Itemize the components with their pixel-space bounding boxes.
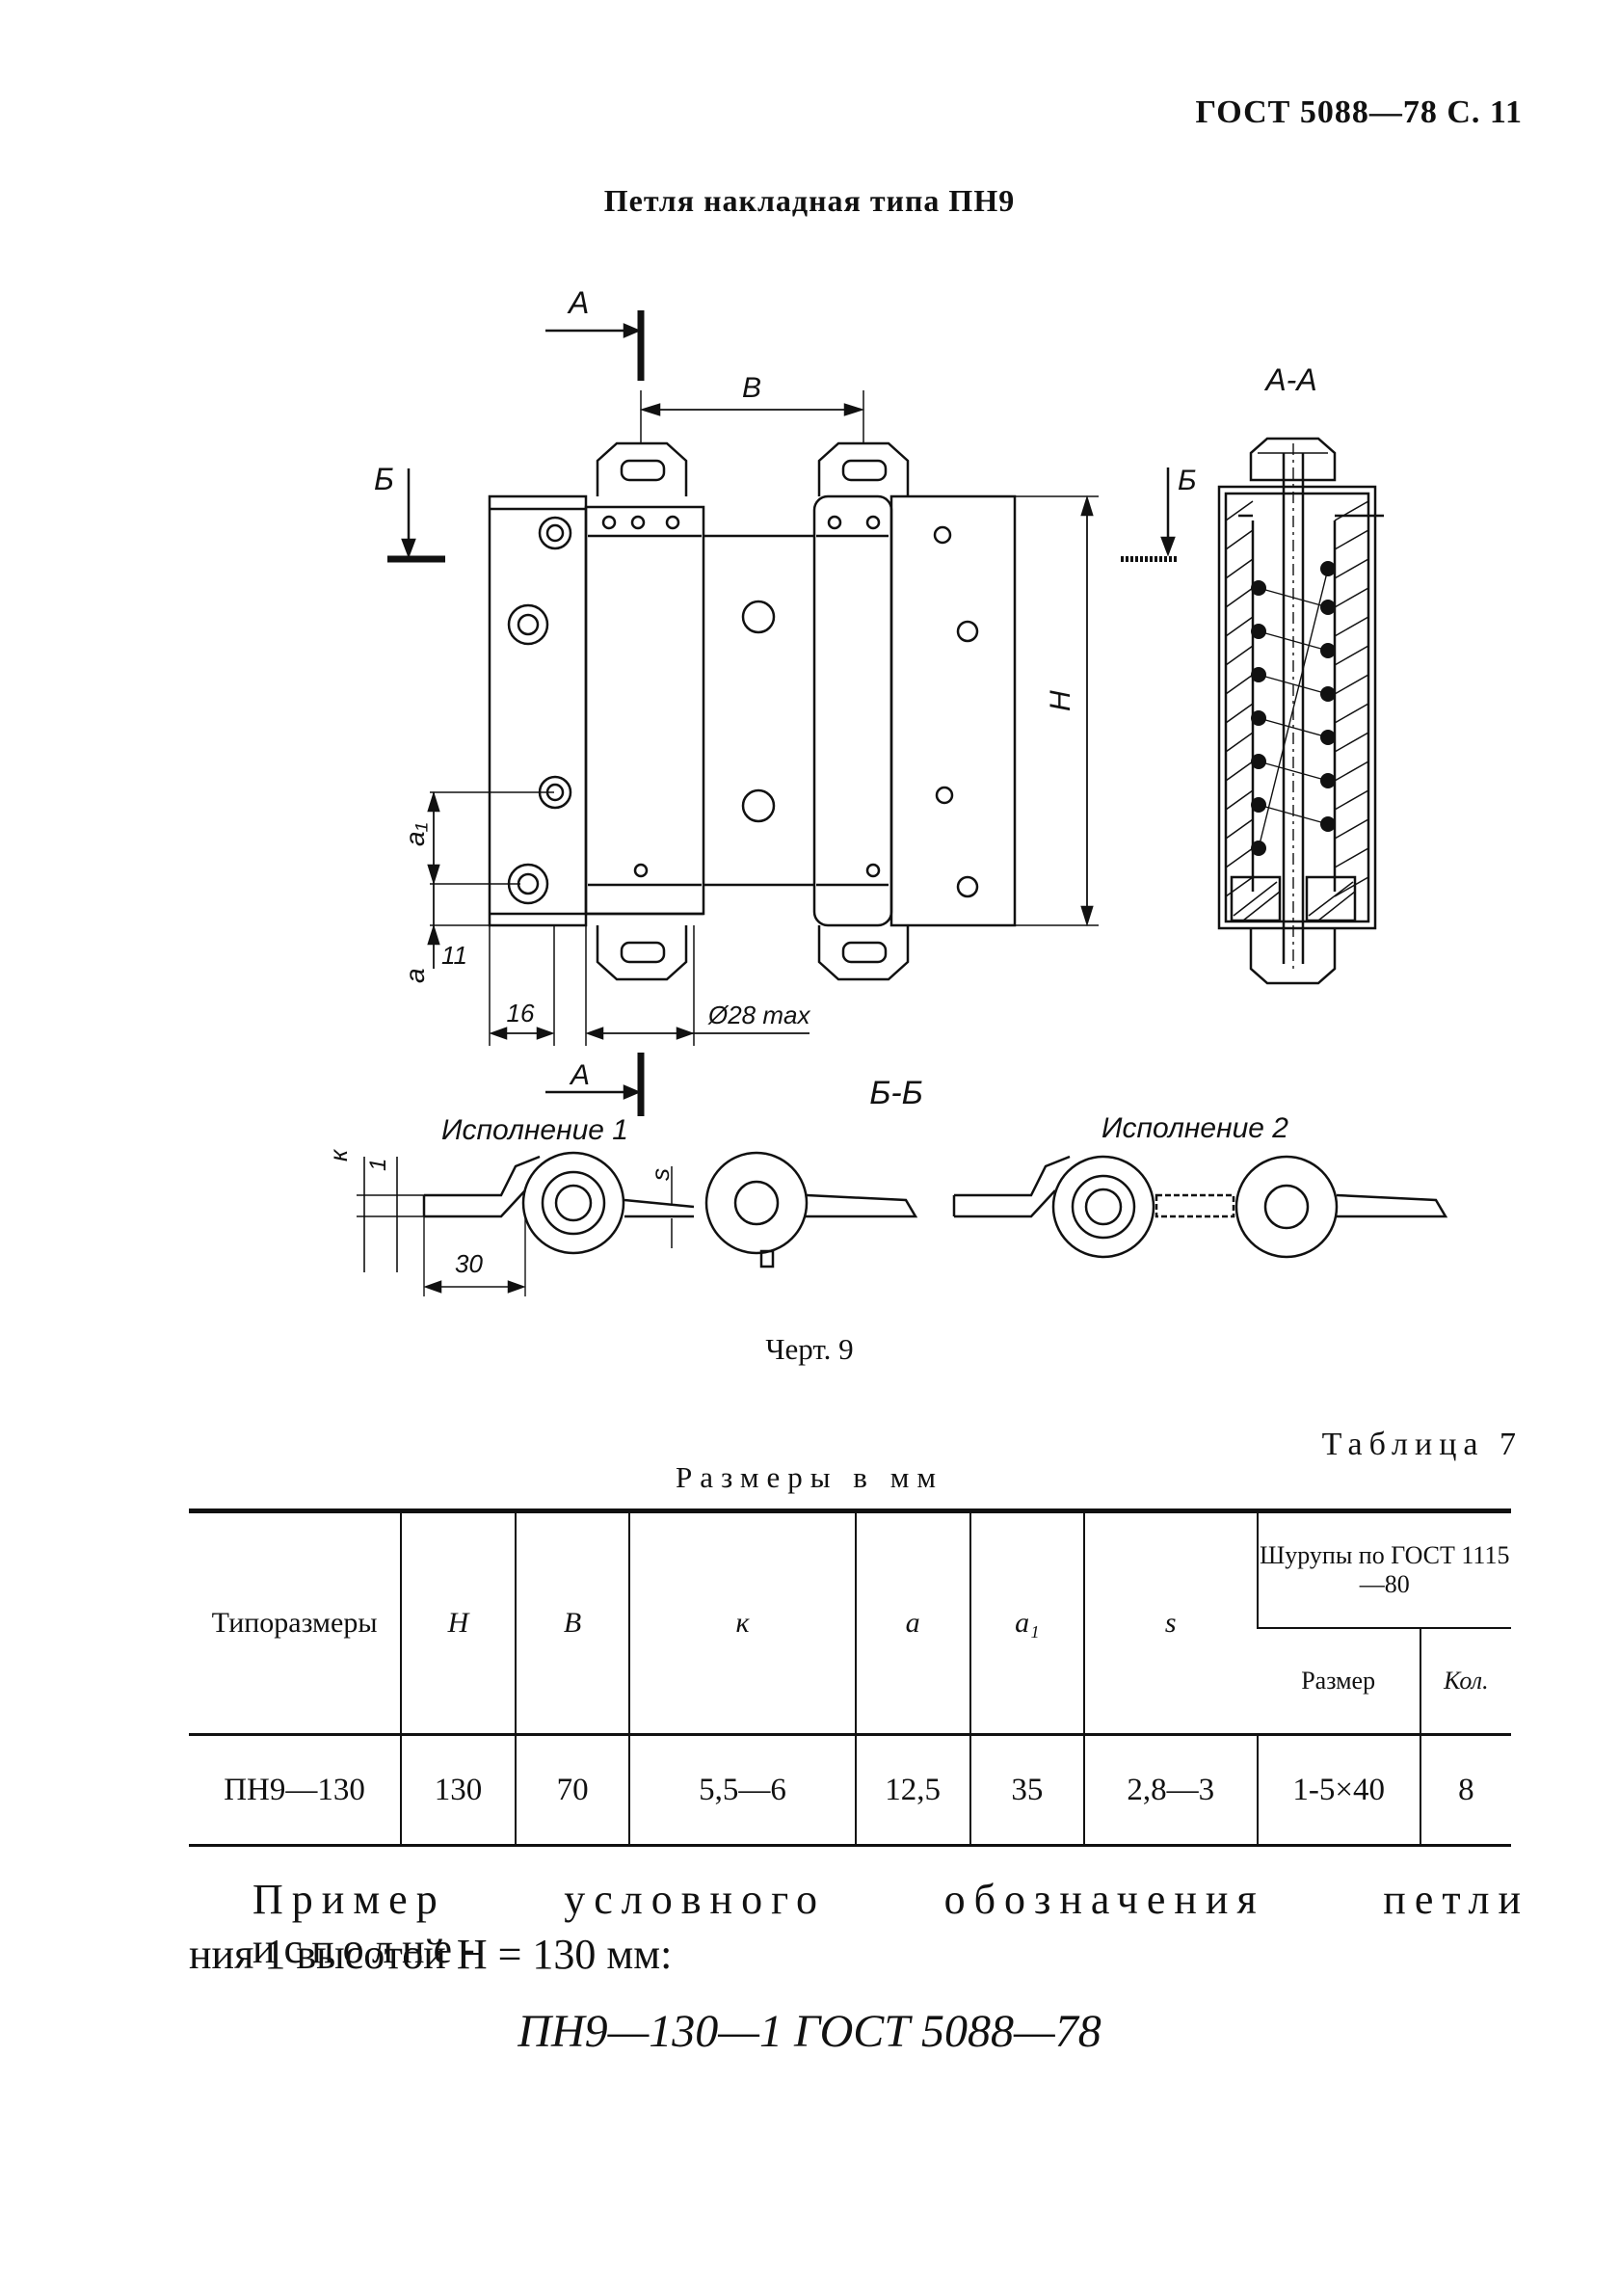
cell-screw-qty: 8 (1419, 1734, 1511, 1846)
dim-a-label: а (400, 968, 430, 983)
dim-11-label: 11 (441, 941, 467, 970)
dim-30-label: 30 (455, 1249, 483, 1278)
header-a1: а₁ (969, 1510, 1085, 1735)
table-units: Размеры в мм (676, 1460, 943, 1494)
dim-16-label: 16 (507, 999, 535, 1028)
header-screw-qty: Кол. (1419, 1627, 1511, 1735)
example-text-line1: Пример условного обозначения петли испол… (252, 1876, 1529, 1972)
dim-s-label: s (646, 1168, 675, 1181)
cell-s: 2,8—3 (1083, 1734, 1258, 1846)
version2-label: Исполнение 2 (1101, 1112, 1288, 1144)
figure-title: Петля накладная типа ПН9 (603, 183, 1016, 218)
header-k: к (628, 1510, 856, 1735)
dim-1-label: 1 (365, 1159, 391, 1171)
front-view: В Н а₁ а 11 16 Ø28 max (374, 285, 1099, 1116)
section-b-right-label: Б (1178, 465, 1197, 496)
cell-k: 5,5—6 (628, 1734, 856, 1846)
table-row: ПН9—130 130 70 5,5—6 12,5 35 2,8—3 1-5×4… (189, 1734, 1511, 1846)
section-a-bottom-label: А (569, 1059, 590, 1091)
header-h: Н (400, 1510, 516, 1735)
cell-a: 12,5 (854, 1734, 970, 1846)
cell-screw-size: 1-5×40 (1256, 1734, 1420, 1846)
section-bb-view: Б-Б Исполнение 1 Исполнение 2 к 1 s 30 (324, 1075, 1448, 1296)
header-s: s (1083, 1510, 1258, 1735)
header-a: а (854, 1510, 970, 1735)
designation-example: ПН9—130—1 ГОСТ 5088—78 (518, 2006, 1101, 2057)
section-a-top-label: А (567, 285, 589, 320)
technical-drawing: В Н а₁ а 11 16 Ø28 max (324, 285, 1448, 1296)
cell-h: 130 (400, 1734, 516, 1846)
dim-k-label: к (324, 1148, 353, 1161)
page-header: ГОСТ 5088—78 С. 11 (1195, 94, 1523, 130)
section-aa-view: А-А Б (1121, 362, 1384, 985)
example-text-line2: ния 1 высотой Н = 130 мм: (189, 1931, 673, 1978)
view-bb-label: Б-Б (869, 1075, 923, 1111)
header-screw-size: Размер (1257, 1627, 1420, 1735)
table-label: Таблица 7 (1321, 1427, 1523, 1462)
version1-label: Исполнение 1 (441, 1114, 628, 1146)
dim-b-label: В (742, 372, 761, 404)
figure-caption: Черт. 9 (765, 1332, 854, 1366)
cell-b: 70 (514, 1734, 630, 1846)
header-b: В (514, 1510, 630, 1735)
dim-d-label: Ø28 max (707, 1001, 810, 1029)
header-screws: Шурупы по ГОСТ 1115—80 (1256, 1510, 1511, 1628)
header-type: Типоразмеры (211, 1607, 378, 1639)
cell-type: ПН9—130 (224, 1772, 365, 1807)
section-b-left-label: Б (374, 462, 394, 496)
dimensions-table: Типоразмеры Н В к а а₁ s Шурупы по ГОСТ … (189, 1508, 1511, 1847)
cell-a1: 35 (969, 1734, 1085, 1846)
dim-a1-label: а₁ (400, 822, 430, 846)
view-aa-label: А-А (1263, 362, 1316, 397)
dim-h-label: Н (1045, 690, 1076, 711)
